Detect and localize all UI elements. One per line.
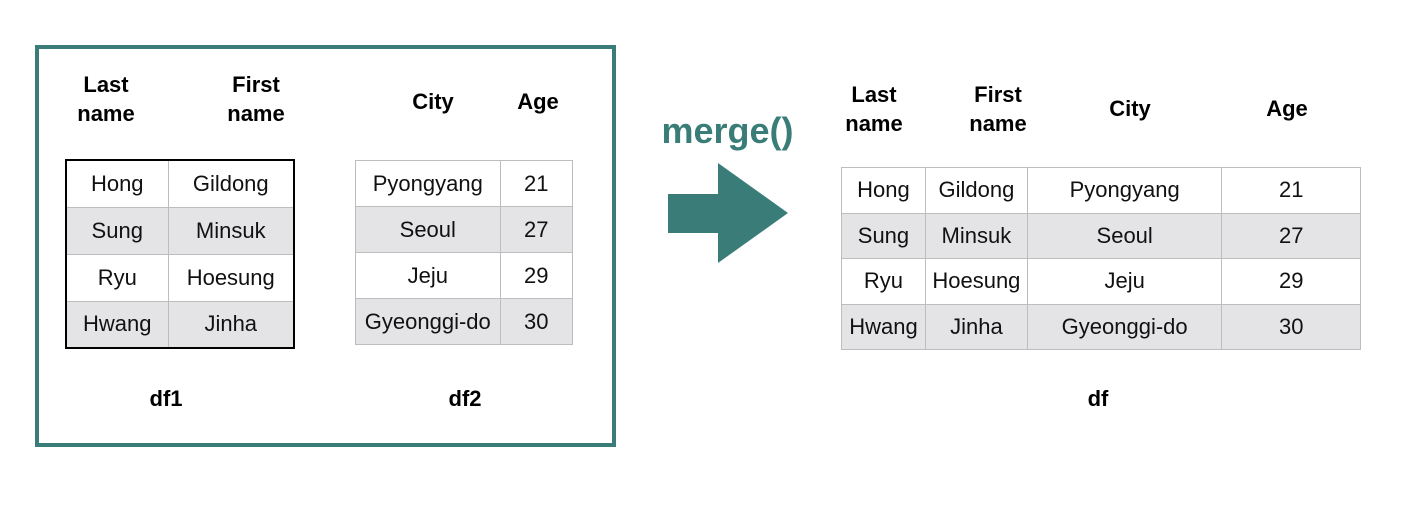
table-cell: Hong: [65, 159, 169, 208]
df2-header-age: Age: [517, 89, 559, 114]
inputs-frame: [35, 45, 616, 447]
table-cell: Jeju: [1026, 258, 1223, 305]
df1-table: Hong Gildong Sung Minsuk Ryu Hoesung Hwa…: [65, 159, 295, 349]
table-row: Hwang Jinha Gyeonggi-do 30: [841, 303, 1361, 350]
df1-caption: df1: [149, 386, 183, 411]
table-cell: 30: [1221, 303, 1361, 350]
table-cell: Gildong: [924, 167, 1028, 214]
table-cell: 21: [499, 160, 574, 207]
table-cell: Minsuk: [924, 212, 1028, 259]
table-cell: Hwang: [841, 303, 926, 350]
table-row: Seoul 27: [355, 206, 574, 253]
table-cell: 21: [1221, 167, 1361, 214]
table-cell: 29: [1221, 258, 1361, 305]
table-cell: Sung: [841, 212, 926, 259]
table-cell: Hwang: [65, 300, 169, 349]
merge-label: merge(): [661, 110, 794, 151]
table-cell: Jeju: [355, 252, 501, 299]
table-row: Sung Minsuk Seoul 27: [841, 212, 1361, 259]
table-cell: 27: [499, 206, 574, 253]
table-cell: Minsuk: [167, 206, 295, 255]
table-row: Hwang Jinha: [65, 300, 295, 349]
df-header-age: Age: [1266, 96, 1308, 121]
table-row: Ryu Hoesung: [65, 253, 295, 302]
table-cell: Seoul: [1026, 212, 1223, 259]
df-header-city: City: [1109, 96, 1151, 121]
table-cell: Ryu: [65, 253, 169, 302]
table-cell: Hong: [841, 167, 926, 214]
df2-caption: df2: [448, 386, 482, 411]
table-cell: 27: [1221, 212, 1361, 259]
table-row: Hong Gildong: [65, 159, 295, 208]
table-cell: Seoul: [355, 206, 501, 253]
arrow-right-icon: [668, 163, 788, 263]
table-row: Ryu Hoesung Jeju 29: [841, 258, 1361, 305]
table-cell: Jinha: [167, 300, 295, 349]
table-cell: Sung: [65, 206, 169, 255]
table-row: Hong Gildong Pyongyang 21: [841, 167, 1361, 214]
table-cell: Gildong: [167, 159, 295, 208]
table-cell: Hoesung: [167, 253, 295, 302]
df-caption: df: [1087, 386, 1109, 411]
table-cell: 30: [499, 298, 574, 345]
df-table: Hong Gildong Pyongyang 21 Sung Minsuk Se…: [841, 167, 1361, 350]
table-row: Pyongyang 21: [355, 160, 574, 207]
table-cell: Gyeonggi-do: [355, 298, 501, 345]
table-row: Gyeonggi-do 30: [355, 298, 574, 345]
table-cell: Gyeonggi-do: [1026, 303, 1223, 350]
table-cell: Pyongyang: [1026, 167, 1223, 214]
table-cell: Jinha: [924, 303, 1028, 350]
table-row: Sung Minsuk: [65, 206, 295, 255]
table-cell: Hoesung: [924, 258, 1028, 305]
df2-header-city: City: [412, 89, 454, 114]
table-cell: Pyongyang: [355, 160, 501, 207]
table-row: Jeju 29: [355, 252, 574, 299]
table-cell: Ryu: [841, 258, 926, 305]
df2-table: Pyongyang 21 Seoul 27 Jeju 29 Gyeonggi-d…: [355, 160, 574, 345]
table-cell: 29: [499, 252, 574, 299]
